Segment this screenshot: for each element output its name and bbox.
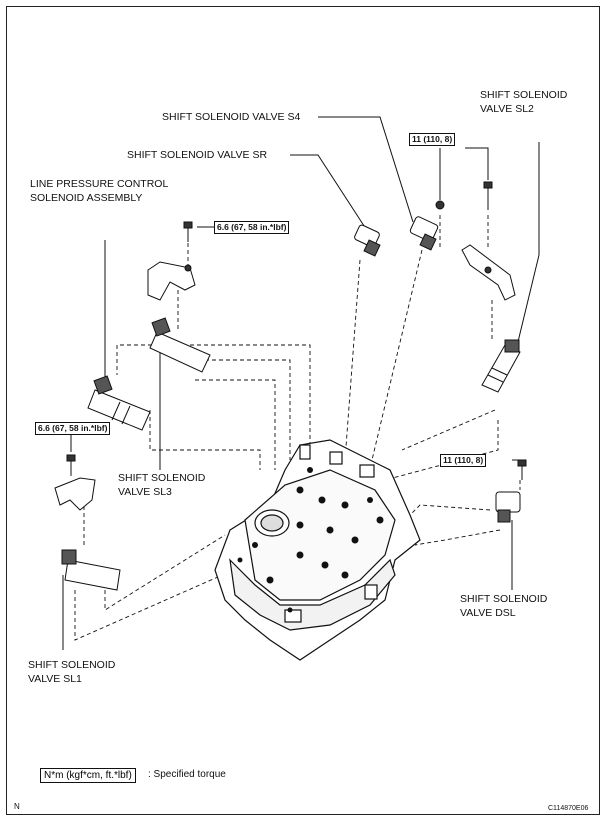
- valve-body: [214, 439, 421, 661]
- bolt-left: [66, 454, 76, 475]
- legend-description: : Specified torque: [148, 769, 226, 780]
- bracket-sl3: [147, 261, 196, 301]
- label-sr: SHIFT SOLENOID VALVE SR: [127, 149, 268, 161]
- label-sl2-line1: SHIFT SOLENOID: [480, 89, 568, 101]
- figure-code: C114870E06: [548, 805, 589, 812]
- leader-t-top-bolt2: [465, 147, 489, 180]
- solenoid-sl3: [149, 317, 211, 373]
- bolt-top-right: [483, 181, 493, 210]
- legend-unit-box: N*m (kgf*cm, ft.*lbf): [40, 768, 136, 783]
- label-line-pressure-line2: SOLENOID ASSEMBLY: [30, 192, 143, 204]
- label-dsl-line2: VALVE DSL: [460, 607, 516, 619]
- bolt-mid: [183, 221, 193, 242]
- torque-right: 11 (110, 8): [440, 454, 487, 467]
- bolt-right: [517, 459, 527, 480]
- label-sl2-line2: VALVE SL2: [480, 103, 534, 115]
- label-line-pressure-line1: LINE PRESSURE CONTROL: [30, 178, 169, 190]
- solenoid-sr: [354, 224, 381, 257]
- torque-top: 11 (110, 8): [409, 133, 456, 146]
- label-sl3-line2: VALVE SL3: [118, 486, 172, 498]
- valve-body-bolts: [237, 467, 384, 613]
- leader-sl2: [515, 142, 540, 351]
- solenoid-sl2: [481, 339, 521, 393]
- label-sl1-line1: SHIFT SOLENOID: [28, 659, 116, 671]
- solenoid-s4: [409, 200, 445, 251]
- footer-mark: N: [14, 802, 20, 811]
- label-sl3-line1: SHIFT SOLENOID: [118, 472, 206, 484]
- solenoid-sl1: [61, 549, 121, 591]
- bracket-sl1: [54, 477, 96, 511]
- label-sl1-line2: VALVE SL1: [28, 673, 82, 685]
- solenoid-dsl: [495, 491, 521, 523]
- diagram-frame: [6, 6, 600, 815]
- leader-sr: [290, 154, 369, 233]
- torque-mid: 6.6 (67, 58 in.*lbf): [214, 221, 290, 234]
- bracket-sl2: [461, 244, 516, 301]
- leader-s4: [318, 116, 414, 223]
- line-pressure-solenoid: [87, 375, 151, 431]
- label-s4: SHIFT SOLENOID VALVE S4: [162, 111, 301, 123]
- torque-left: 6.6 (67, 58 in.*lbf): [35, 422, 111, 435]
- label-dsl-line1: SHIFT SOLENOID: [460, 593, 548, 605]
